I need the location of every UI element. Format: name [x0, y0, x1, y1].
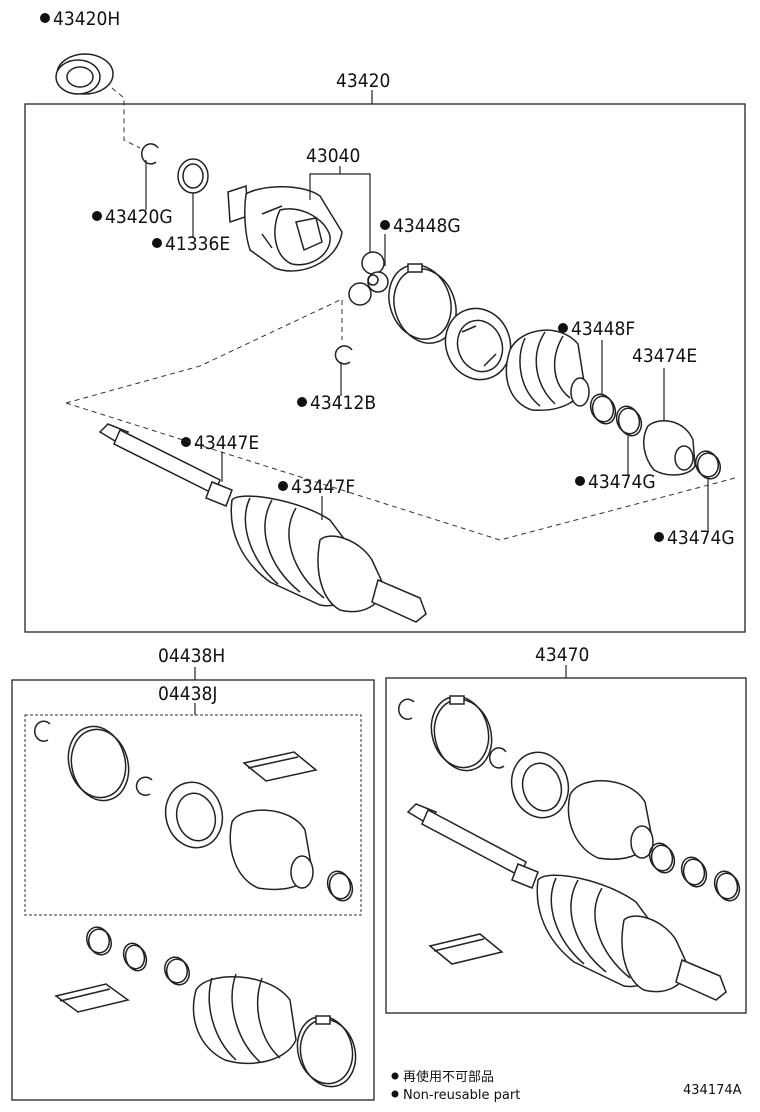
asm-snap-ring-2[interactable]: [489, 747, 507, 769]
assembly-43470-frame: [385, 677, 747, 1014]
asm-clamp-small-1[interactable]: [646, 840, 678, 876]
kit-grease-pack-2[interactable]: [54, 983, 130, 1013]
label-04438H[interactable]: 04438H: [158, 645, 225, 667]
kit-clamp-small-1[interactable]: [324, 868, 356, 904]
kit-grease-pack-1[interactable]: [242, 751, 318, 782]
drive-shaft[interactable]: [98, 423, 427, 623]
label-04438J[interactable]: 04438J: [158, 683, 217, 705]
asm-clamp-small-3[interactable]: [711, 868, 743, 904]
clamp-43448F[interactable]: [587, 391, 619, 427]
label-43420G[interactable]: 43420G: [105, 206, 173, 228]
kit-boot-2[interactable]: [192, 973, 297, 1065]
label-43470[interactable]: 43470: [535, 644, 589, 666]
label-43040[interactable]: 43040: [306, 145, 360, 167]
kit-clamp-large-1[interactable]: [61, 720, 137, 807]
kit-clamp-small-3[interactable]: [120, 940, 150, 973]
label-43448F[interactable]: 43448F: [571, 318, 635, 340]
asm-snap-ring[interactable]: [397, 698, 415, 720]
kit-clamp-small-4[interactable]: [161, 954, 193, 988]
outer-race-43040[interactable]: [227, 184, 343, 272]
label-43447E[interactable]: 43447E: [194, 432, 259, 454]
asm-drive-shaft[interactable]: [406, 803, 727, 1001]
label-43420H[interactable]: 43420H: [53, 8, 120, 30]
label-43448G[interactable]: 43448G: [393, 215, 461, 237]
label-43474G-b[interactable]: 43474G: [667, 527, 735, 549]
asm-grease-pack[interactable]: [428, 933, 504, 965]
kit-clamp-large-2[interactable]: [290, 1010, 363, 1093]
label-43447F[interactable]: 43447F: [291, 476, 355, 498]
label-43412B[interactable]: 43412B: [310, 392, 376, 414]
asm-clamp-small-2[interactable]: [678, 854, 710, 890]
snap-ring-43412B[interactable]: [334, 345, 353, 365]
kit-snap-ring-2[interactable]: [135, 776, 153, 796]
label-41336E[interactable]: 41336E: [165, 233, 230, 255]
clamp-43474G-b[interactable]: [692, 448, 724, 482]
kit-clamp-small-2[interactable]: [83, 924, 115, 958]
inboard-boot[interactable]: [505, 329, 590, 411]
kit-boot-1[interactable]: [229, 809, 314, 891]
clamp-43474G-a[interactable]: [613, 403, 645, 439]
kit-boot-ring[interactable]: [158, 776, 229, 854]
label-43474G-a[interactable]: 43474G: [588, 471, 656, 493]
label-43420[interactable]: 43420: [336, 70, 390, 92]
asm-boot-ring[interactable]: [504, 746, 575, 824]
kit-04438J-frame: [24, 714, 362, 916]
tripod-joint[interactable]: [348, 251, 389, 306]
figure-id: 434174A: [683, 1083, 742, 1098]
asm-boot[interactable]: [567, 779, 654, 860]
kit-snap-ring-1[interactable]: [33, 720, 51, 742]
clamp-43448G[interactable]: [379, 256, 466, 352]
legend-english: Non-reusable part: [403, 1088, 520, 1103]
seal-43420H[interactable]: [55, 53, 114, 95]
boot-43474E[interactable]: [642, 420, 696, 476]
boot-ring[interactable]: [436, 299, 521, 389]
ring-41336E[interactable]: [177, 158, 209, 194]
label-43474E[interactable]: 43474E: [632, 345, 697, 367]
main-assembly-frame: [24, 103, 746, 633]
kit-04438H-frame: [11, 679, 375, 1101]
snap-ring-43420G[interactable]: [141, 143, 159, 165]
asm-clamp-large[interactable]: [424, 690, 500, 777]
legend-japanese: 再使用不可部品: [403, 1069, 494, 1085]
